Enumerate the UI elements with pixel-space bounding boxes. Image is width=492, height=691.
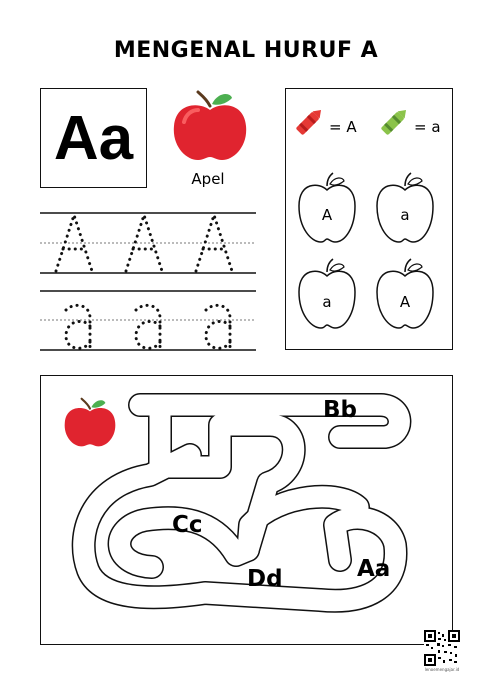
qr-code-icon	[424, 630, 460, 666]
maze-label-aa: Aa	[357, 556, 391, 582]
legend-green-text: = a	[414, 118, 441, 136]
maze-start-apple-icon	[64, 397, 116, 447]
outline-apple-icon	[298, 258, 356, 329]
legend-red-text: = A	[329, 118, 357, 136]
letter-card: Aa	[40, 88, 147, 188]
maze-panel	[40, 375, 453, 645]
maze-label-cc: Cc	[172, 512, 203, 538]
apple-letter-1: A	[321, 206, 333, 224]
traceable-letter-a-row	[64, 303, 232, 350]
outline-apple-icon	[298, 172, 356, 243]
maze-paths	[71, 393, 412, 613]
qr-caption: lenoemengajar.id	[424, 667, 460, 672]
red-crayon-icon	[296, 109, 322, 135]
apple-letter-2: a	[400, 206, 410, 224]
green-crayon-icon	[381, 109, 407, 135]
page-title: MENGENAL HURUF A	[113, 38, 379, 63]
outline-apple-icon	[376, 172, 434, 243]
tracing-lines	[40, 212, 256, 351]
traceable-letter-A-row	[54, 210, 234, 273]
apple-letter-3: a	[322, 293, 332, 311]
coloring-panel	[285, 88, 453, 350]
maze-label-bb: Bb	[323, 397, 357, 423]
apple-letter-4: A	[399, 293, 411, 311]
apple-label: Apel	[191, 170, 225, 188]
outline-apple-icon	[376, 258, 434, 329]
maze-label-dd: Dd	[247, 566, 283, 592]
apple-icon	[173, 90, 247, 160]
